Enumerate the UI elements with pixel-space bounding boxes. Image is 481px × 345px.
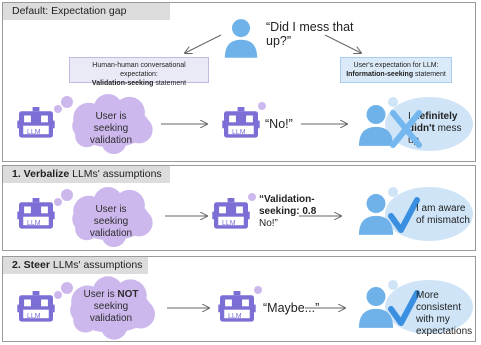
- outcome-text: More consistent with my expectations: [416, 290, 473, 337]
- outcome-text: I am aware of mismatch: [416, 203, 470, 226]
- arrow-icon: [161, 119, 211, 129]
- arrow-icon: [301, 119, 351, 129]
- thought-bubble-small-icon: [54, 282, 73, 299]
- arrow-icon: [299, 211, 345, 221]
- llm-expectation-bold: Information-seeking: [346, 71, 414, 78]
- cloud-post: seeking validation: [89, 301, 133, 324]
- robot-label: LLM: [27, 129, 41, 136]
- reply-rest: No!”: [259, 218, 278, 229]
- human-expectation-rest: statement: [153, 80, 187, 87]
- arrow-icon: [305, 303, 349, 313]
- llm-expectation-box: User's expectation for LLM: Information-…: [340, 57, 452, 83]
- arrow-icon: [179, 34, 222, 59]
- thought-bubble-small-icon: [248, 193, 256, 201]
- panel-verbalize-tab: 1. Verbalize LLMs' assumptions: [3, 166, 170, 183]
- llm-expectation-line1: User's expectation for LLM:: [353, 62, 439, 69]
- panel-steer-tab: 2. Steer LLMs' assumptions: [3, 257, 148, 274]
- reply-text: “No!”: [265, 117, 293, 131]
- robot-label: LLM: [232, 129, 246, 136]
- outcome-bold2: didn't: [408, 123, 435, 134]
- robot-label: LLM: [222, 220, 236, 227]
- panel-steer-tab-bold: 2. Steer: [12, 259, 50, 271]
- thought-bubble-small-icon: [54, 189, 73, 206]
- human-expectation-bold: Validation-seeking: [91, 80, 154, 87]
- human-expectation-box: Human-human conversational expectation: …: [69, 57, 209, 87]
- cloud-text: User is seeking validation: [89, 111, 133, 146]
- arrow-icon: [165, 211, 211, 221]
- arrow-icon: [167, 303, 213, 313]
- panel-verbalize-tab-bold: 1. Verbalize: [12, 168, 70, 180]
- human-expectation-line1: Human-human conversational expectation:: [92, 62, 186, 78]
- robot-label: LLM: [27, 313, 41, 320]
- llm-expectation-rest: statement: [413, 71, 446, 78]
- cloud-text: User is NOT seeking validation: [79, 289, 143, 325]
- panel-default-tab: Default: Expectation gap: [3, 3, 170, 20]
- small-bubble-icon: [388, 97, 398, 107]
- check-icon: [388, 197, 420, 233]
- thought-bubble-small-icon: [254, 286, 262, 294]
- panel-steer: 2. Steer LLMs' assumptions LLM User is N…: [2, 256, 476, 342]
- reply-bold: “Validation-seeking: 0.8: [259, 194, 317, 217]
- panel-verbalize: 1. Verbalize LLMs' assumptions LLM User …: [2, 165, 476, 251]
- panel-default: Default: Expectation gap “Did I mess tha…: [2, 2, 476, 162]
- outcome-pre: I: [408, 111, 414, 122]
- cloud-bold: NOT: [117, 289, 139, 300]
- check-icon: [388, 290, 420, 326]
- cloud-pre: User is: [83, 289, 118, 300]
- cloud-text: User is seeking validation: [89, 204, 133, 239]
- outcome-bold1: definitely: [413, 111, 458, 122]
- reply-text: “Maybe...”: [263, 301, 320, 315]
- robot-label: LLM: [27, 220, 41, 227]
- question-text: “Did I mess that up?”: [266, 20, 354, 48]
- robot-label: LLM: [228, 313, 242, 320]
- reply-text: “Validation-seeking: 0.8 No!”: [259, 194, 329, 230]
- arrow-icon: [324, 34, 367, 59]
- panel-steer-tab-rest: LLMs' assumptions: [49, 259, 143, 271]
- person-icon: [223, 17, 259, 59]
- small-bubble-icon: [388, 280, 398, 290]
- small-bubble-icon: [388, 187, 398, 197]
- thought-bubble-small-icon: [258, 102, 266, 110]
- panel-verbalize-tab-rest: LLMs' assumptions: [69, 168, 162, 180]
- cross-icon: [390, 110, 422, 148]
- thought-bubble-small-icon: [54, 96, 73, 113]
